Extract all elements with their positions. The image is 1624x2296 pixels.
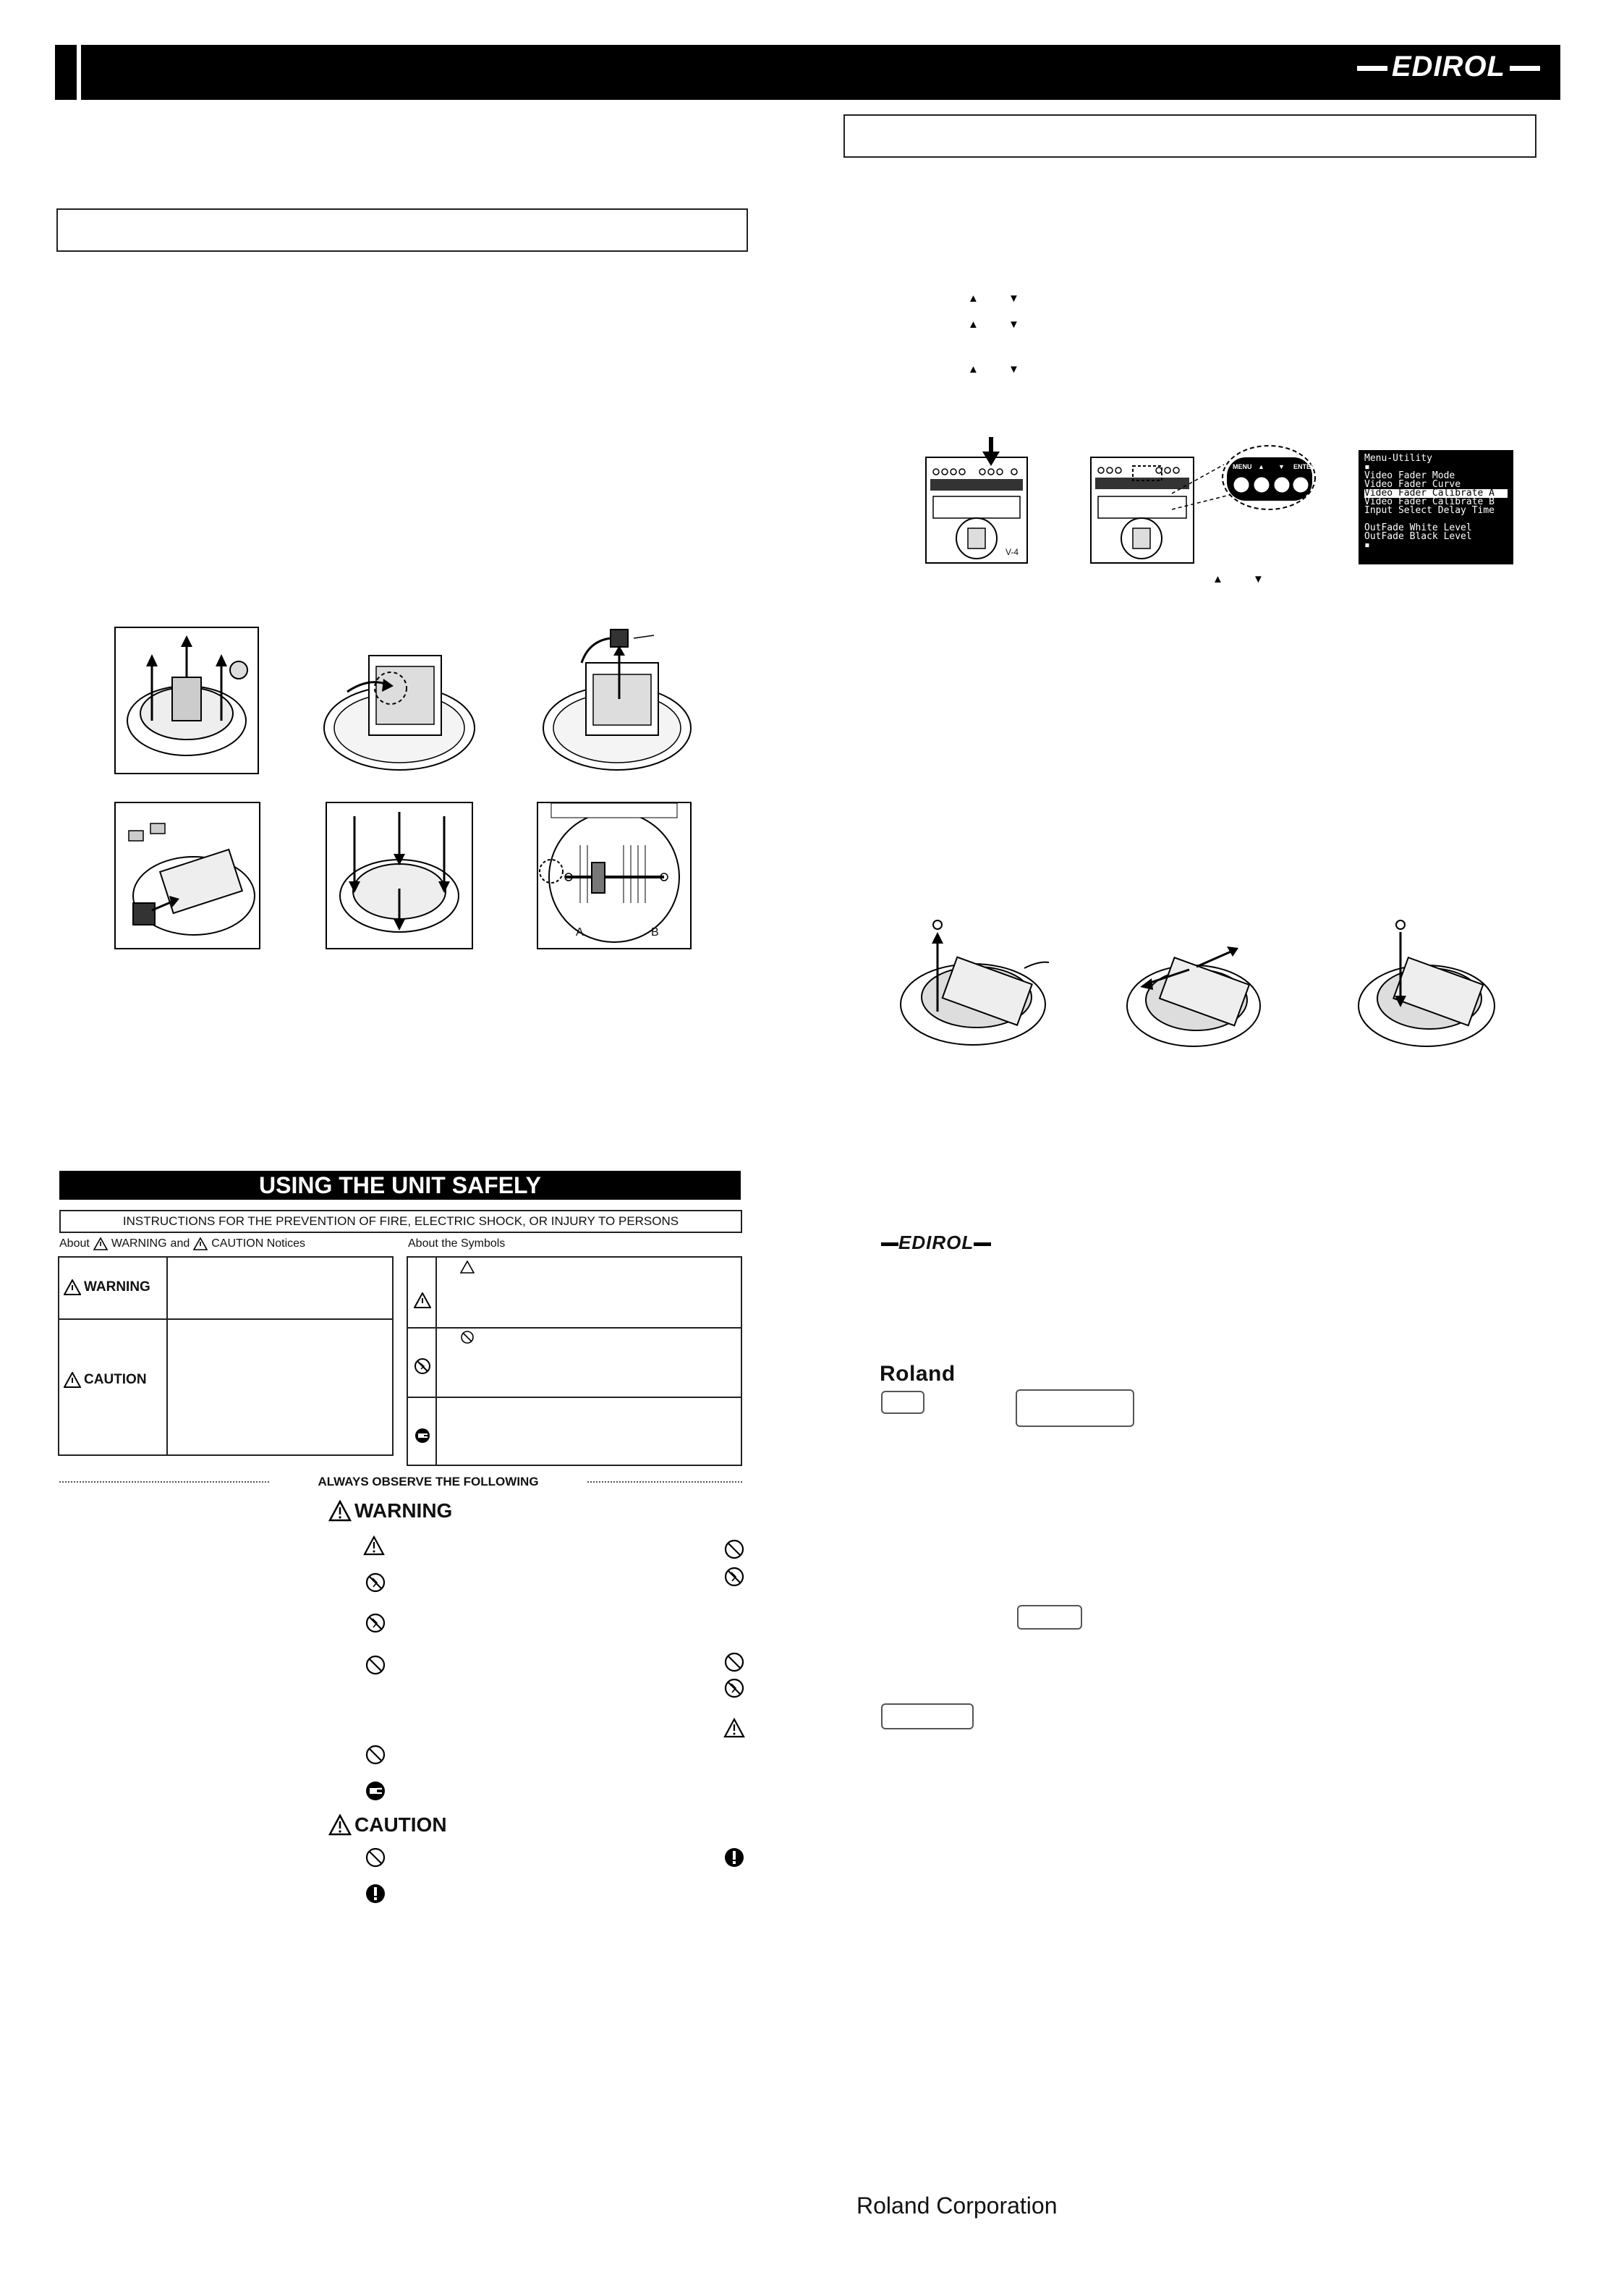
fader-label-b: B (651, 926, 659, 939)
unplug-icon (415, 1428, 430, 1443)
prohibited-icon (724, 1652, 744, 1672)
right-heading-box (843, 114, 1536, 158)
menu-item-video-fader-curve: Video Fader Curve (1364, 479, 1461, 490)
about-notices-warning: WARNING (111, 1237, 167, 1250)
about-symbols-heading: About the Symbols (408, 1237, 506, 1250)
warning-triangle-icon (328, 1500, 352, 1522)
always-observe-text: ALWAYS OBSERVE THE FOLLOWING (269, 1475, 587, 1489)
step-illustration-5 (326, 802, 473, 949)
warning-notice-label: WARNING (64, 1279, 150, 1295)
prohibited-icon (365, 1745, 386, 1765)
warning-triangle-icon (93, 1237, 108, 1250)
menu-item-video-fader-mode: Video Fader Mode (1364, 470, 1455, 481)
up-arrow-3: ▲ (968, 363, 979, 376)
down-button-label: ▼ (1278, 463, 1285, 470)
symbols-table (407, 1256, 742, 1466)
warning-notice-text: WARNING (84, 1279, 150, 1295)
about-notices-and: and (170, 1237, 190, 1250)
caution-triangle-icon (193, 1237, 208, 1250)
no-disassemble-icon (365, 1572, 386, 1593)
roland-corporation-logo: Roland Corporation (856, 2193, 1058, 2219)
header-bar (93, 45, 1560, 100)
up-arrow-2: ▲ (968, 318, 979, 331)
down-arrow-2: ▼ (1008, 318, 1019, 331)
menu-item-outfade-white: OutFade White Level (1364, 522, 1472, 533)
right-step-illustration-3 (1356, 918, 1497, 1049)
alert-triangle-icon (414, 1292, 431, 1308)
up-button-label: ▲ (1258, 463, 1264, 470)
up-arrow-4: ▲ (1212, 573, 1223, 585)
step-illustration-2 (318, 627, 480, 774)
down-arrow-4: ▼ (1253, 573, 1264, 585)
step-illustration-3 (538, 619, 696, 774)
left-heading-box (56, 208, 748, 252)
roland-logo: Roland (880, 1362, 956, 1386)
menu-item-input-select-delay: Input Select Delay Time (1364, 505, 1495, 516)
prohibited-icon (724, 1539, 744, 1559)
caution-heading-text: CAUTION (354, 1813, 447, 1836)
prohibited-icon (365, 1655, 386, 1675)
safety-subtitle: INSTRUCTIONS FOR THE PREVENTION OF FIRE,… (59, 1210, 742, 1233)
caution-notice-label: CAUTION (64, 1372, 147, 1388)
device-model-label: V-4 (1006, 547, 1019, 557)
unplug-icon (366, 1782, 385, 1800)
prohibited-symbol-icon (461, 1331, 474, 1344)
notices-table: WARNING CAUTION (58, 1256, 394, 1456)
warning-triangle-icon (64, 1279, 81, 1295)
fader-calibration-illustration: A B (537, 802, 692, 949)
caution-triangle-icon (328, 1814, 352, 1836)
mandatory-action-icon (366, 1884, 385, 1903)
fader-label-a: A (576, 926, 584, 939)
no-disassemble-icon (724, 1678, 744, 1698)
mandatory-action-icon (725, 1848, 744, 1867)
alert-triangle-icon (363, 1535, 385, 1556)
edirol-small-logo: EDIROL (881, 1232, 992, 1254)
menu-item-calibrate-a-selected: Video Fader Calibrate A (1364, 488, 1508, 498)
warning-heading-text: WARNING (354, 1499, 453, 1522)
menu-utility-screen: Menu-Utility ▪ Video Fader Mode Video Fa… (1359, 450, 1513, 564)
caution-notice-text: CAUTION (84, 1372, 147, 1387)
no-disassemble-icon (724, 1567, 744, 1587)
button-callout: MENU ▲ ▼ ENTER (1172, 443, 1317, 522)
edirol-logo: EDIROL (1353, 51, 1544, 83)
right-step-illustration-2 (1124, 933, 1263, 1049)
edirol-logo-text: EDIROL (1391, 51, 1505, 82)
edirol-small-logo-text: EDIROL (898, 1232, 974, 1253)
rounded-label-box-3 (1017, 1605, 1082, 1630)
menu-screen-title: Menu-Utility (1364, 453, 1432, 464)
step-illustration-1 (114, 627, 259, 774)
warning-heading: WARNING (328, 1499, 452, 1522)
menu-item-calibrate-b: Video Fader Calibrate B (1364, 496, 1495, 507)
about-notices-caution: CAUTION Notices (211, 1237, 306, 1250)
step-illustration-4 (114, 802, 260, 949)
down-arrow-1: ▼ (1008, 292, 1019, 305)
rounded-label-box-2 (1016, 1389, 1134, 1427)
device-panel-buttons (1089, 441, 1195, 564)
right-step-illustration-1 (897, 918, 1049, 1048)
device-panel-menu-press: V-4 (924, 437, 1029, 564)
down-arrow-3: ▼ (1008, 363, 1019, 376)
caution-heading: CAUTION (328, 1813, 447, 1837)
alert-triangle-icon (723, 1718, 745, 1738)
menu-button-label: MENU (1233, 463, 1252, 470)
triangle-symbol-icon (460, 1261, 475, 1274)
enter-button-label: ENTER (1293, 463, 1316, 470)
no-disassemble-icon (365, 1613, 386, 1633)
no-disassemble-icon (414, 1358, 430, 1374)
rounded-label-box-4 (881, 1703, 974, 1729)
caution-triangle-icon (64, 1372, 81, 1388)
always-observe-divider: ALWAYS OBSERVE THE FOLLOWING (59, 1475, 742, 1489)
header-stripe-left (55, 45, 77, 100)
up-arrow-1: ▲ (968, 292, 979, 305)
about-notices-heading: About WARNING and CAUTION Notices (59, 1237, 305, 1250)
menu-item-outfade-black: OutFade Black Level (1364, 531, 1472, 542)
rounded-label-box-1 (881, 1391, 924, 1414)
prohibited-icon (365, 1847, 386, 1868)
about-notices-prefix: About (59, 1237, 90, 1250)
safety-banner: USING THE UNIT SAFELY (59, 1171, 741, 1200)
